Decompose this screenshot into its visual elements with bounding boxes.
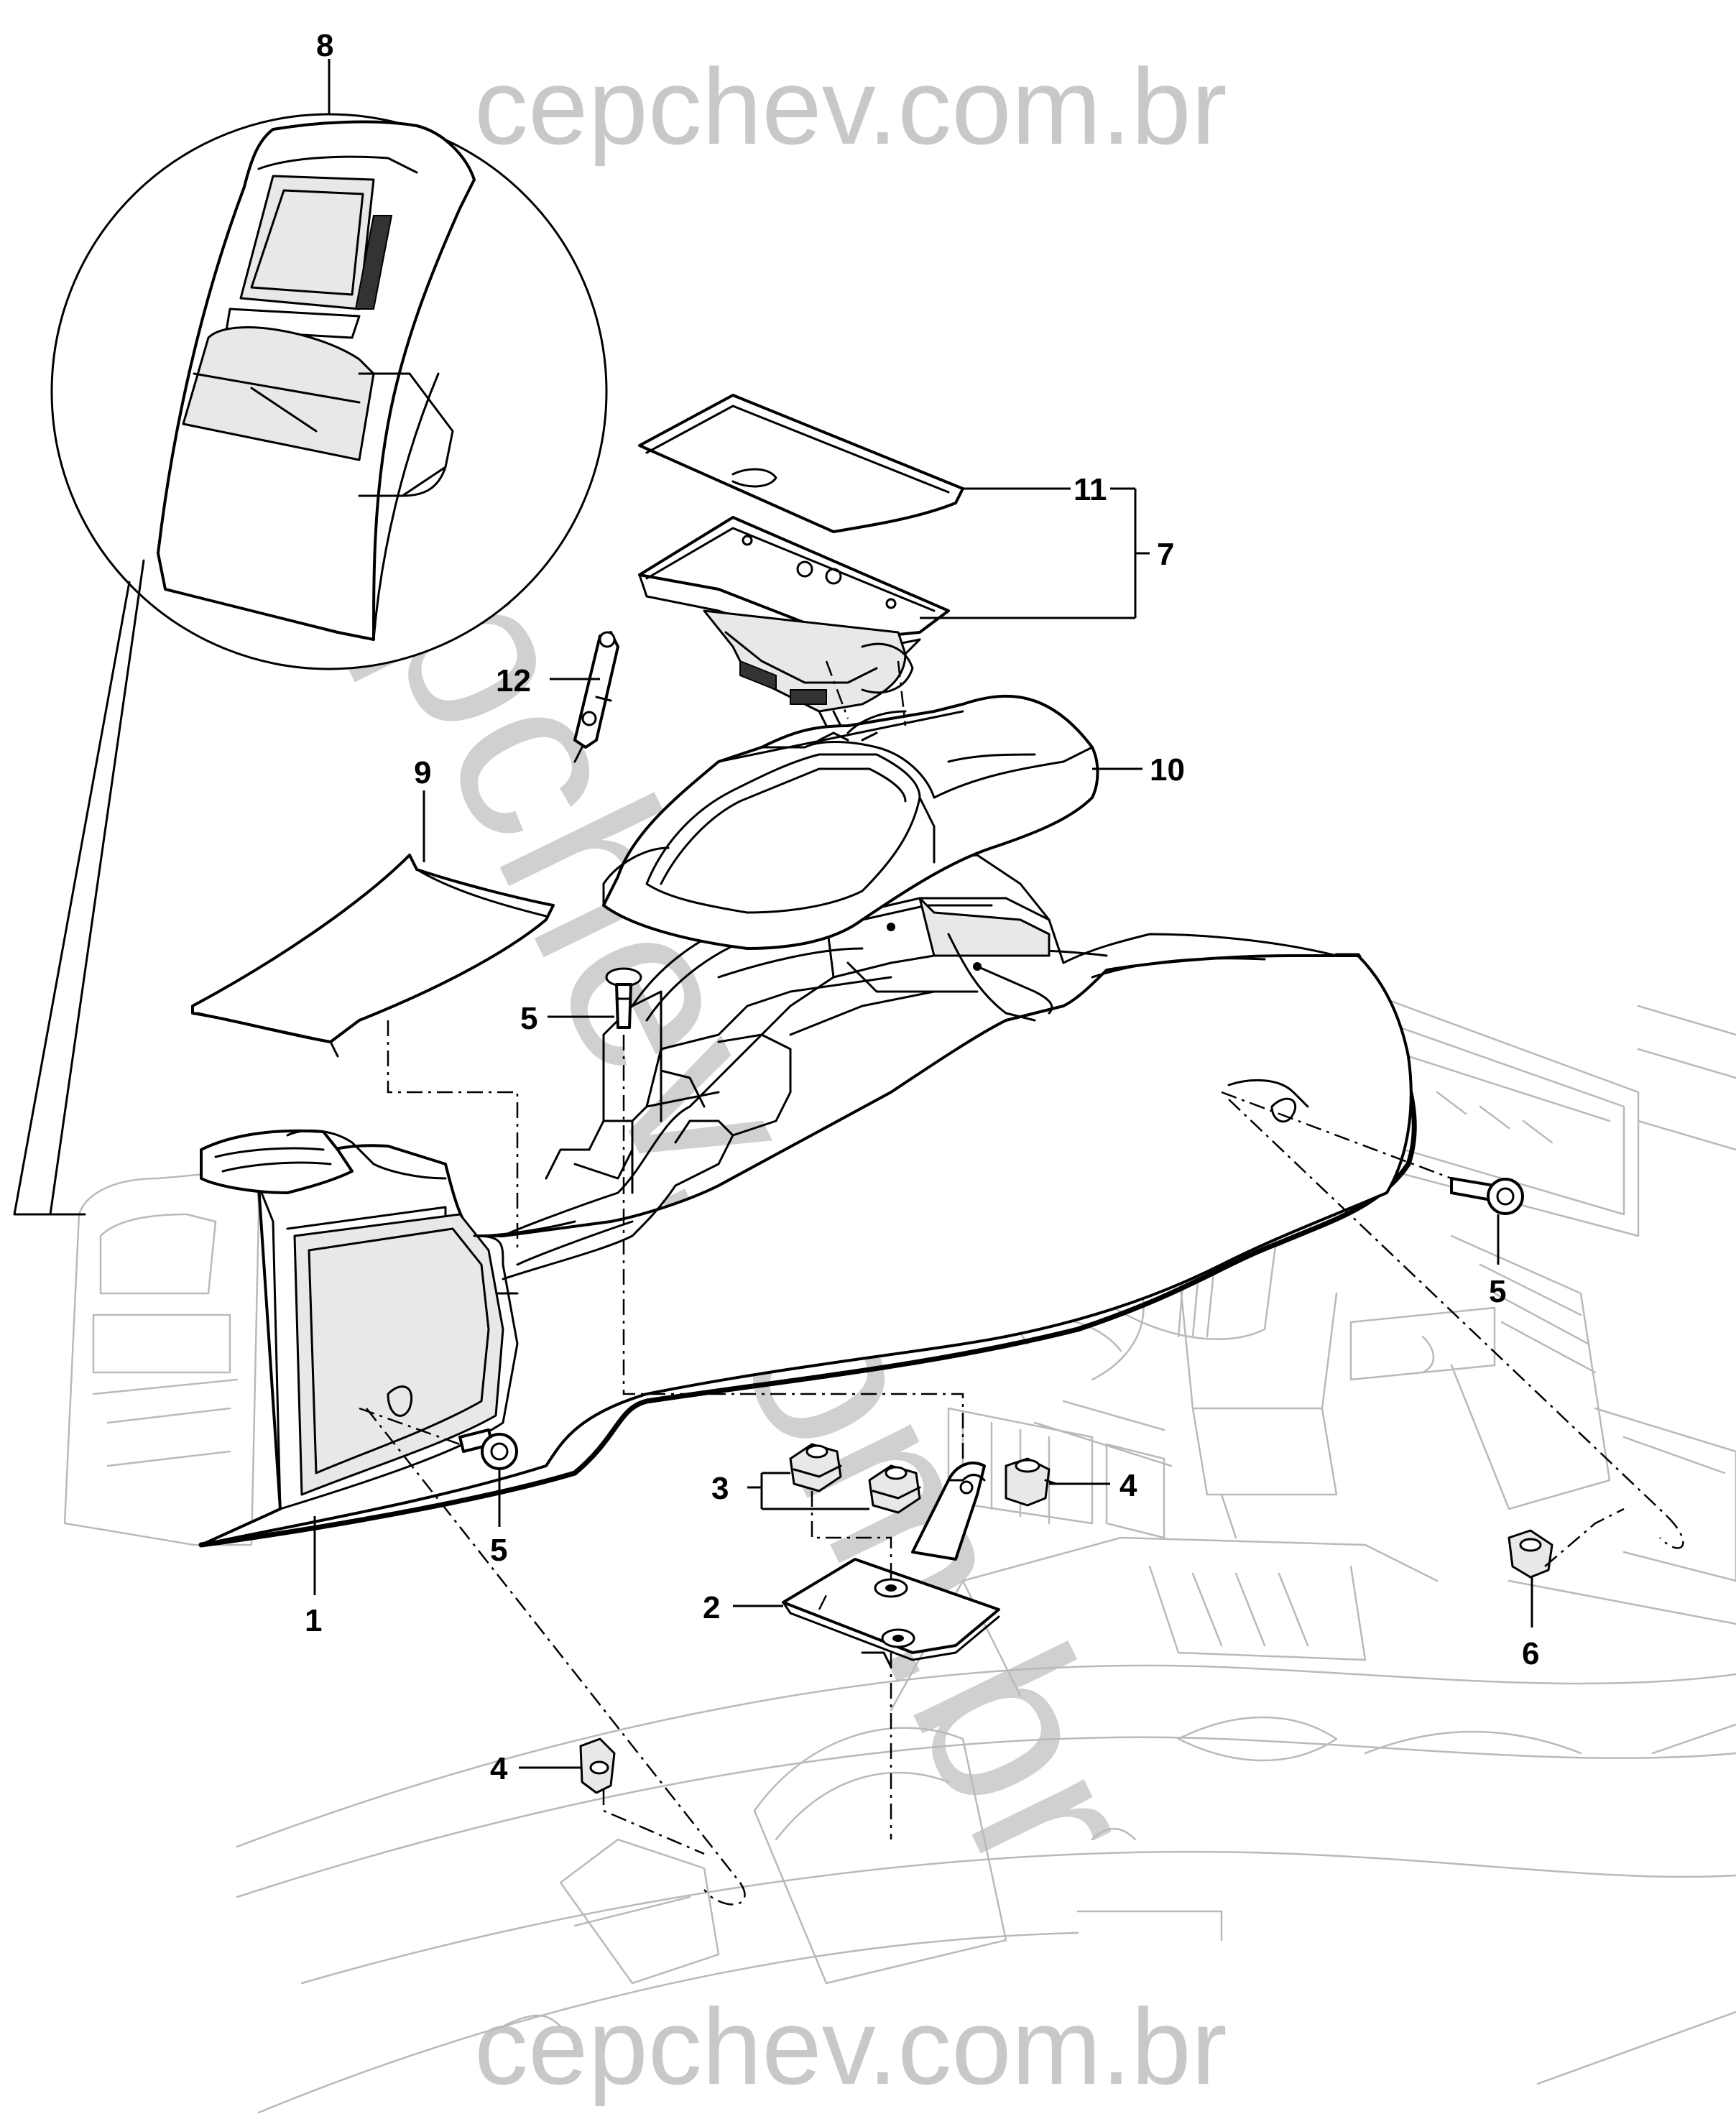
callout-6: 6 — [1522, 1636, 1539, 1671]
callout-5-left: 5 — [490, 1533, 507, 1568]
part-2-mounting-bracket — [782, 1462, 1000, 1668]
vehicle-floor-background — [236, 990, 1736, 2114]
part-4-lower-clip — [579, 1737, 616, 1794]
watermark-top: cepchev.com.br — [474, 46, 1227, 167]
callout-5-upper: 5 — [520, 1001, 537, 1036]
part-5-upper-push-pin — [605, 967, 642, 1029]
part-8-armrest-assembly — [638, 394, 964, 727]
callout-labels: 8 11 7 12 10 9 5 5 5 1 2 3 4 4 6 — [305, 28, 1539, 1786]
console-rear-panel-gray — [63, 1170, 260, 1546]
inset-detail-circle — [13, 113, 608, 1216]
part-5-right-fastener — [1450, 1177, 1524, 1215]
callout-5-right: 5 — [1489, 1274, 1506, 1309]
part-3-nuts — [789, 1443, 921, 1514]
part-6-clip — [1508, 1529, 1553, 1579]
part-4-upper-clip — [1005, 1457, 1058, 1507]
callout-7: 9 — [414, 755, 431, 790]
watermark-bottom: cepchev.com.br — [474, 1986, 1227, 2107]
callout-3: 3 — [711, 1471, 729, 1506]
callout-4-lower: 4 — [490, 1751, 508, 1786]
callout-8: 7 — [1157, 537, 1174, 572]
callout-1: 1 — [305, 1603, 322, 1638]
part-10-upper-trim — [602, 694, 1099, 950]
part-12-link-rod — [573, 631, 619, 763]
callout-9: 8 — [316, 28, 333, 63]
callout-4-upper: 4 — [1119, 1468, 1137, 1503]
callout-leaders — [313, 59, 1533, 1769]
assembly-dash-lines — [359, 660, 1684, 1906]
part-7-cover-panel — [191, 854, 555, 1058]
callout-2: 2 — [703, 1590, 720, 1625]
callout-12: 12 — [496, 663, 531, 698]
callout-10: 10 — [1150, 752, 1185, 788]
callout-11: 11 — [1074, 472, 1107, 507]
part-5-left-fastener — [458, 1428, 518, 1470]
